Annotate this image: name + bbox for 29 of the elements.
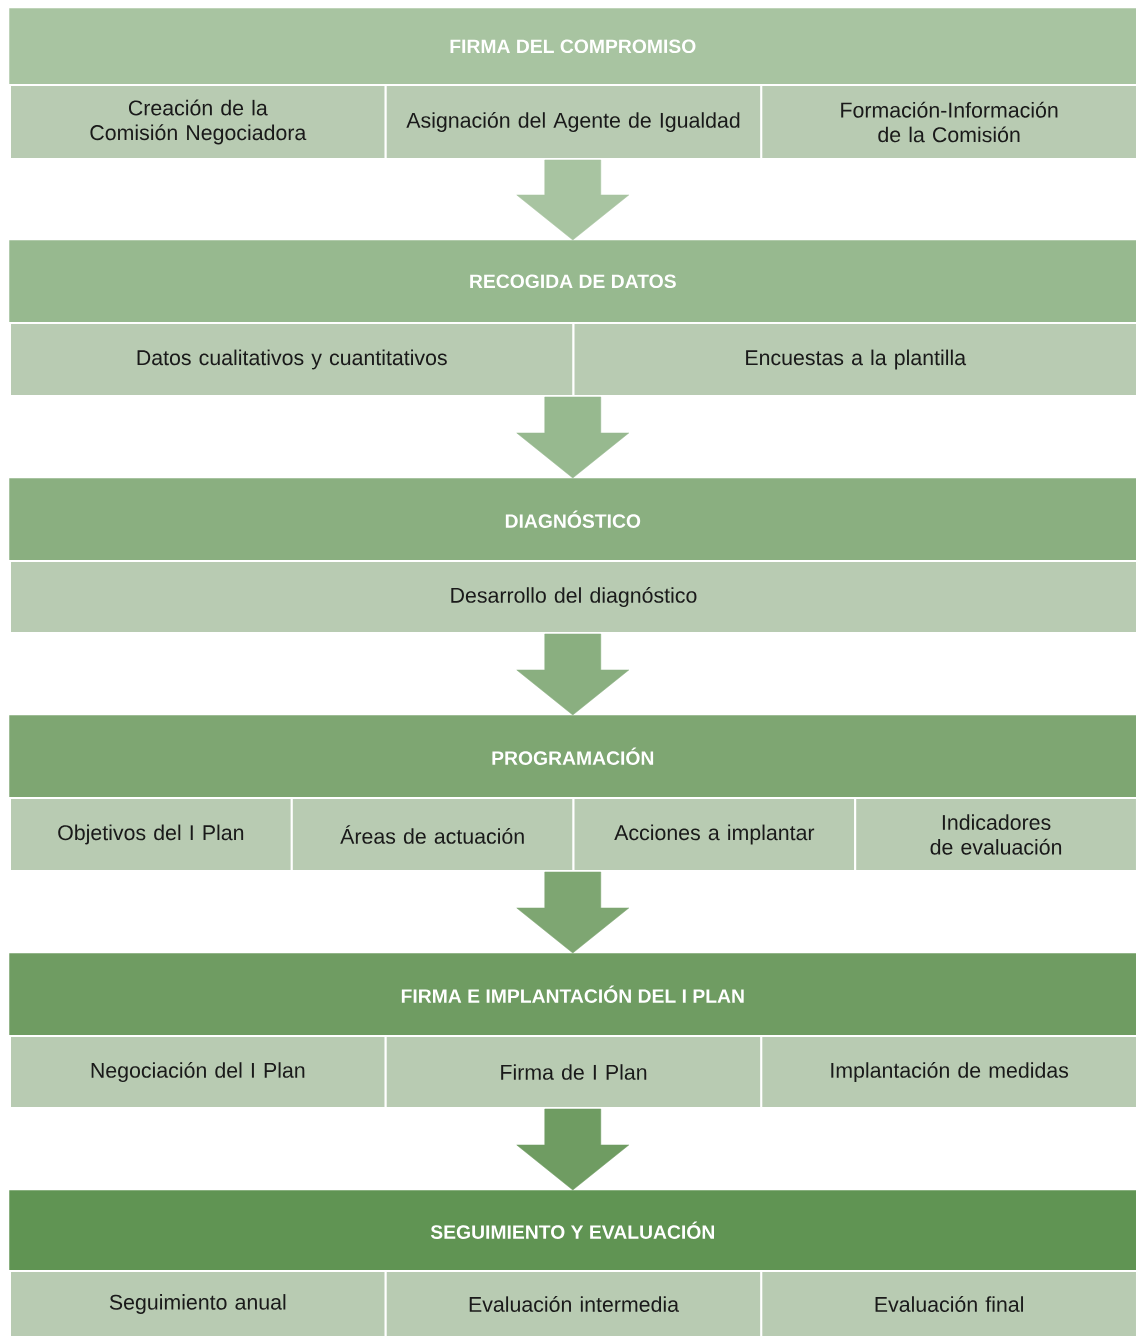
step-box: Formación-Información de la Comisión [760,84,1136,160]
step-box: Creación de la Comisión Negociadora [9,84,387,160]
stage-header: FIRMA DEL COMPROMISO [9,8,1136,85]
arrow [516,1108,630,1191]
stage-header: RECOGIDA DE DATOS [9,240,1136,323]
node-label: Seguimiento anual [109,1294,286,1314]
step-box: Evaluación intermedia [384,1270,763,1336]
arrow [516,159,630,241]
node-label: Evaluación intermedia [469,1296,680,1312]
step-box: Indicadores de evaluación [854,797,1136,872]
step-box: Evaluación final [760,1270,1136,1336]
arrow [516,633,630,716]
step-box: Seguimiento anual [9,1270,387,1336]
step-box: Implantación de medidas [760,1035,1136,1109]
step-box: Acciones a implantar [572,797,857,872]
arrow [516,871,630,954]
stage-header: PROGRAMACIÓN [9,715,1136,798]
stage-header: FIRMA E IMPLANTACIÓN DEL I PLAN [9,953,1136,1036]
step-box: Firma de I Plan [384,1035,763,1109]
step-box: Datos cualitativos y cuantitativos [9,322,575,397]
stage-header: SEGUIMIENTO Y EVALUACIÓN [9,1190,1136,1271]
stage-header: DIAGNÓSTICO [9,478,1136,561]
step-box: Negociación del I Plan [9,1035,387,1109]
step-box: Encuestas a la plantilla [572,322,1136,397]
step-box: Desarrollo del diagnóstico [9,560,1136,634]
arrow [516,396,630,479]
step-box: Objetivos del I Plan [9,797,293,872]
step-box: Asignación del Agente de Igualdad [384,84,763,160]
step-box: Áreas de actuación [290,797,575,872]
